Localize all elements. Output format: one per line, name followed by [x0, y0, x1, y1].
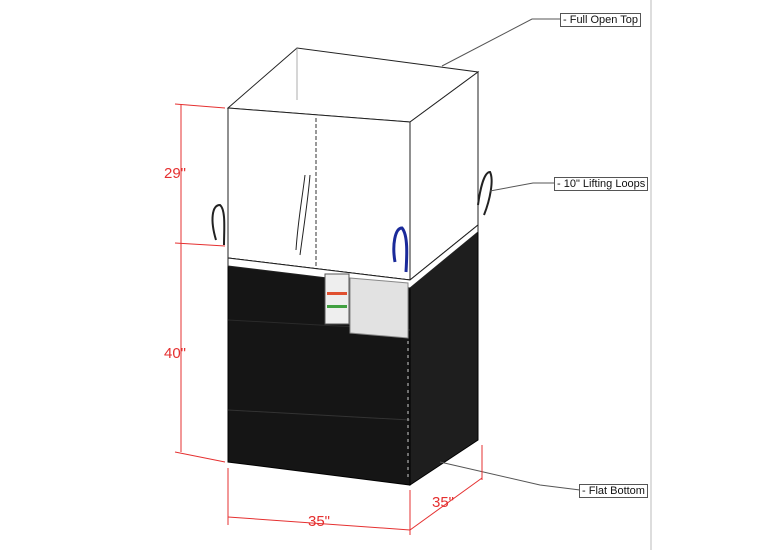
lifting-loop-left: [211, 203, 226, 246]
dimension-width: 35": [308, 513, 331, 530]
dimension-top-height: 29": [164, 165, 187, 182]
callout-lifting-loops: - 10" Lifting Loops: [554, 177, 649, 191]
document-pouch: [349, 277, 409, 339]
spec-label: [324, 273, 350, 325]
leader-loops: [489, 182, 555, 192]
lifting-loop-front: [392, 226, 409, 273]
leader-bottom: [439, 461, 581, 491]
dimension-body-height: 40": [164, 345, 187, 362]
tie-strap: [295, 174, 311, 256]
callout-full-open-top: - Full Open Top: [560, 13, 642, 27]
dimension-depth: 35": [432, 494, 455, 511]
leader-top: [441, 18, 560, 67]
callout-flat-bottom: - Flat Bottom: [579, 484, 648, 498]
top-skirt-front: [227, 107, 411, 281]
lifting-loop-right: [477, 170, 493, 216]
body-rim: [227, 223, 479, 289]
dimension-lines: [174, 103, 483, 535]
